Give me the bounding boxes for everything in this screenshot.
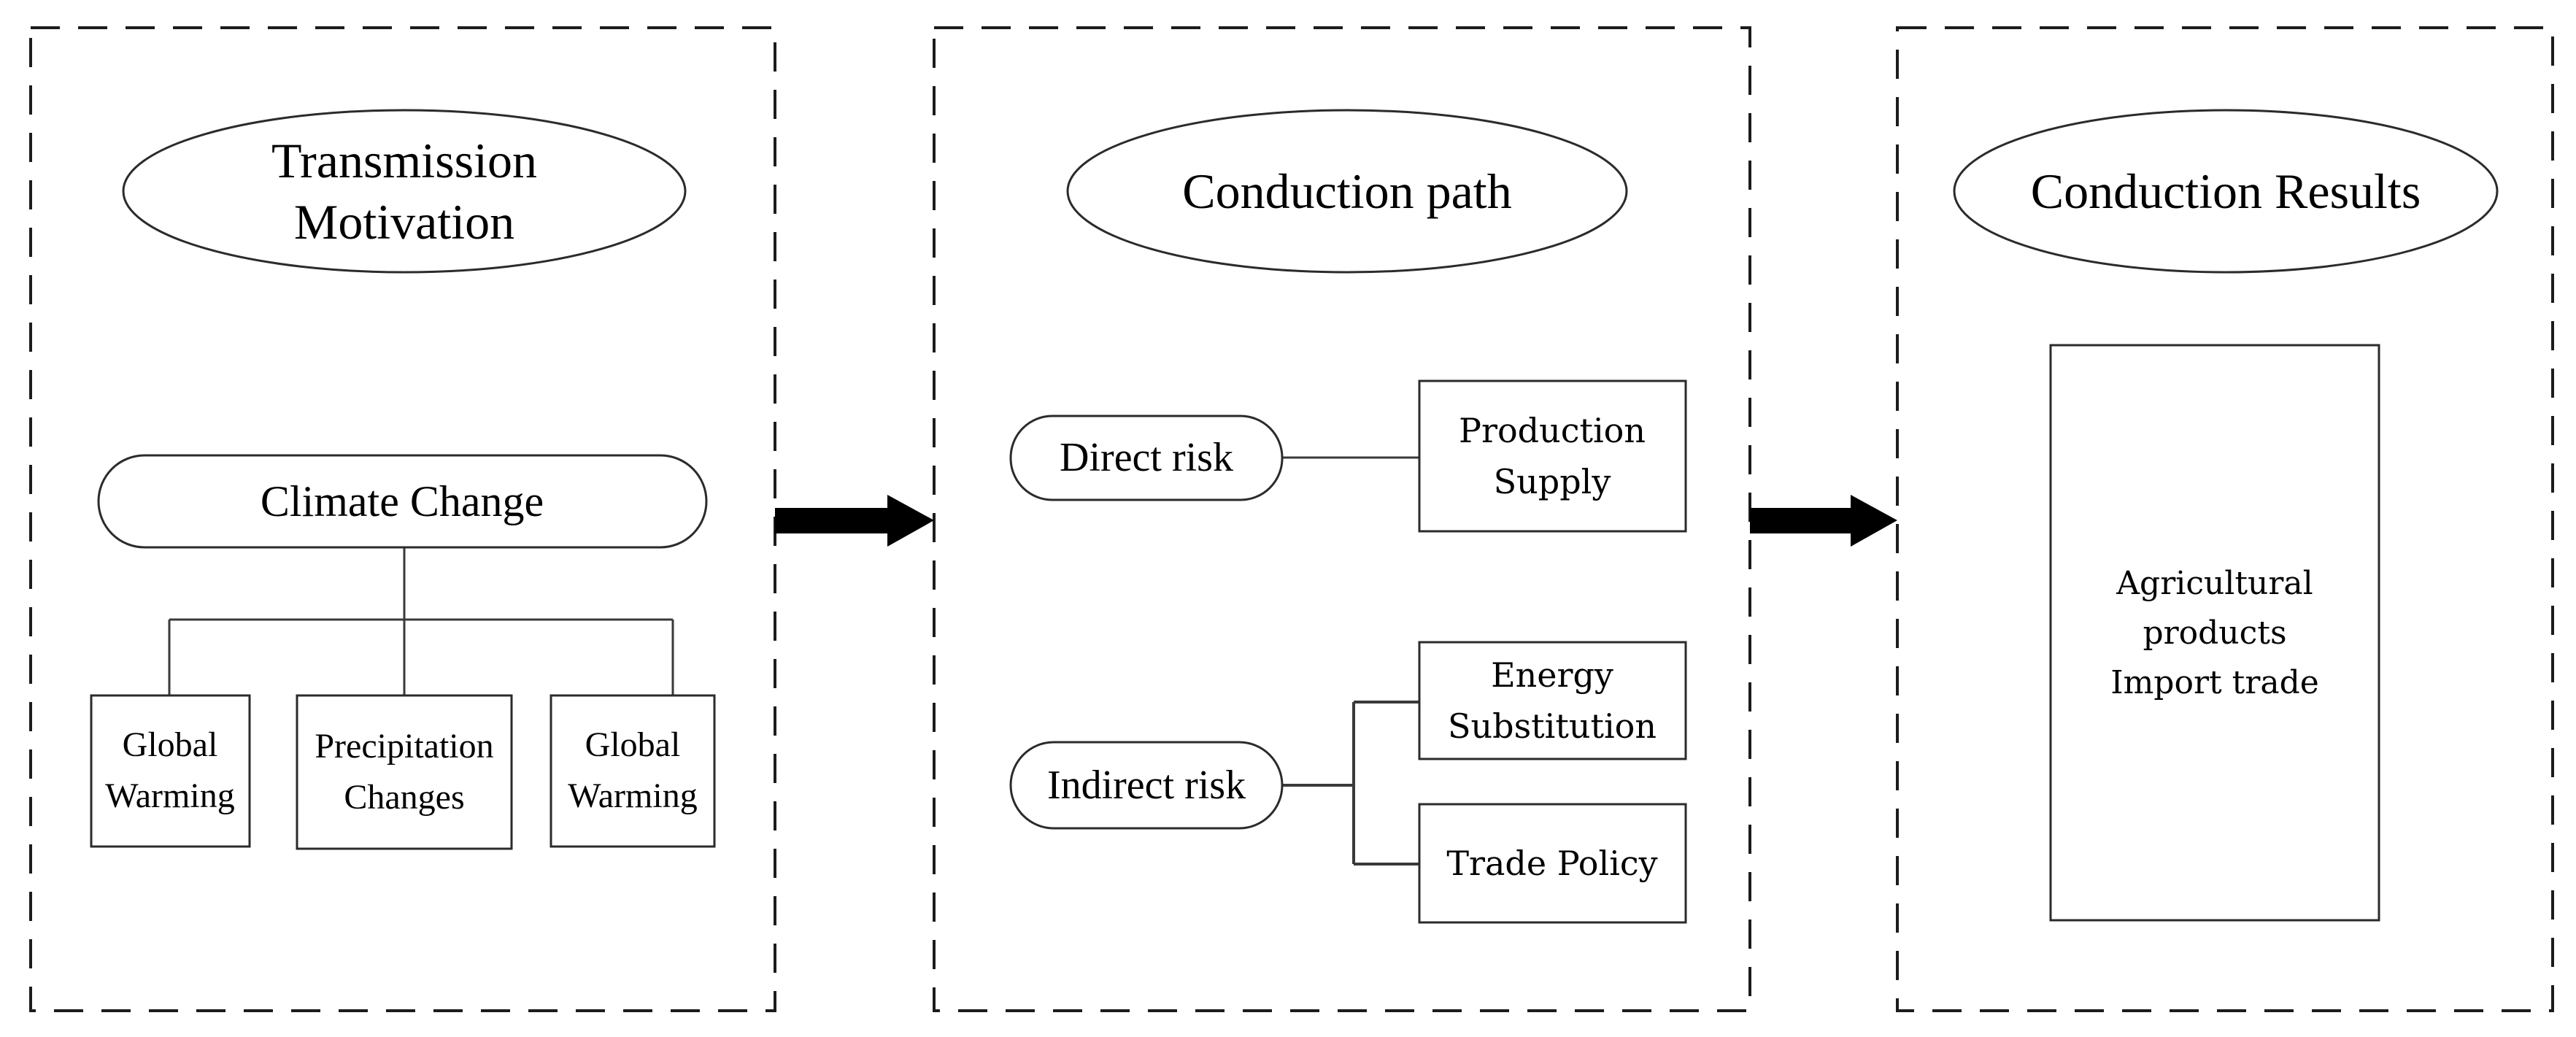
label-transmission-motivation-line1: Transmission xyxy=(271,133,538,188)
box-energy-substitution xyxy=(1418,641,1687,760)
label-climate-change: Climate Change xyxy=(261,476,544,527)
label-global-warming-1-line2: Warming xyxy=(105,776,235,815)
label-production-supply-line1: Production xyxy=(1459,411,1646,450)
label-conduction-results: Conduction Results xyxy=(2031,161,2421,222)
label-trade-policy-text: Trade Policy xyxy=(1446,844,1658,883)
label-direct-risk-text: Direct risk xyxy=(1060,435,1233,480)
label-global-warming-2: Global Warming xyxy=(568,720,697,822)
label-trade-policy: Trade Policy xyxy=(1446,838,1657,889)
label-precipitation-changes-line1: Precipitation xyxy=(315,727,494,766)
arrow-path-to-results-icon xyxy=(1750,495,1897,547)
box-global-warming-2 xyxy=(549,694,716,848)
label-agricultural-line1: Agricultural xyxy=(2116,565,2313,602)
label-indirect-risk-text: Indirect risk xyxy=(1046,763,1246,808)
label-energy-substitution-line2: Substitution xyxy=(1447,706,1657,746)
box-precipitation-changes xyxy=(296,694,513,850)
label-production-supply-line2: Supply xyxy=(1493,462,1611,501)
label-conduction-results-text: Conduction Results xyxy=(2030,163,2421,219)
label-transmission-motivation: Transmission Motivation xyxy=(271,130,537,252)
label-global-warming-1: Global Warming xyxy=(105,720,234,822)
pill-indirect-risk xyxy=(1009,741,1284,830)
label-indirect-risk: Indirect risk xyxy=(1047,762,1246,809)
label-energy-substitution-line1: Energy xyxy=(1491,655,1613,695)
ellipse-conduction-results xyxy=(1953,109,2499,274)
pill-climate-change xyxy=(97,454,708,549)
label-transmission-motivation-line2: Motivation xyxy=(293,194,515,250)
label-production-supply: Production Supply xyxy=(1459,405,1646,507)
label-global-warming-1-line1: Global xyxy=(122,725,218,764)
box-agricultural-import-trade xyxy=(2049,344,2380,922)
panel-conduction-results-border xyxy=(1896,26,2554,1012)
label-agricultural-line3: Import trade xyxy=(2110,664,2319,701)
box-trade-policy xyxy=(1418,803,1687,924)
label-climate-change-text: Climate Change xyxy=(260,477,544,525)
pill-direct-risk xyxy=(1009,415,1284,501)
arrow-motivation-to-path-icon xyxy=(775,495,934,547)
label-direct-risk: Direct risk xyxy=(1060,434,1233,481)
label-agricultural-import-trade: Agricultural products Import trade xyxy=(2110,559,2319,708)
label-precipitation-changes-line2: Changes xyxy=(344,778,465,817)
box-production-supply xyxy=(1418,379,1687,533)
label-agricultural-line2: products xyxy=(2143,614,2287,652)
ellipse-transmission-motivation xyxy=(122,109,687,274)
ellipse-conduction-path xyxy=(1066,109,1628,274)
label-conduction-path-text: Conduction path xyxy=(1182,163,1512,219)
label-energy-substitution: Energy Substitution xyxy=(1448,649,1657,752)
label-global-warming-2-line1: Global xyxy=(585,725,681,764)
label-precipitation-changes: Precipitation Changes xyxy=(315,721,493,823)
box-global-warming-1 xyxy=(90,694,251,848)
label-global-warming-2-line2: Warming xyxy=(568,776,698,815)
label-conduction-path: Conduction path xyxy=(1182,161,1511,222)
